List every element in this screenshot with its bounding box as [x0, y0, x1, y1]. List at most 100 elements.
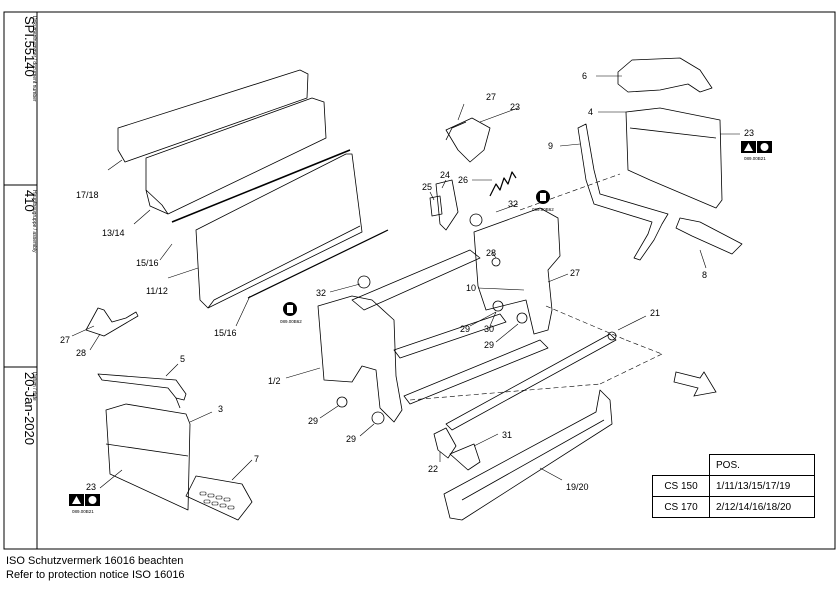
callout-29-bottom: 29	[346, 434, 356, 444]
part-panel-13-14-edge	[145, 189, 169, 215]
part-shaft-21	[445, 333, 617, 431]
callout-11-12: 11/12	[146, 286, 168, 296]
callout-9: 9	[548, 141, 553, 151]
table-model-cell: CS 150	[652, 475, 710, 497]
callout-23-right: 23	[744, 128, 754, 138]
callout-6: 6	[582, 71, 587, 81]
callout-28-left: 28	[76, 348, 86, 358]
badge-code: 089.00B21	[72, 509, 94, 514]
callout-13-14: 13/14	[102, 228, 125, 238]
date-value: 20-Jan-2020	[22, 372, 37, 445]
callout-7: 7	[254, 454, 259, 464]
callout-27-right: 27	[570, 268, 580, 278]
part-bushing-30	[492, 300, 504, 312]
protection-notice-en: Refer to protection notice ISO 16016	[6, 569, 185, 581]
table-row: CS 170 2/12/14/16/18/20	[652, 496, 815, 518]
part-wedge-27	[445, 121, 467, 141]
badge-code: 089.00B62	[280, 319, 302, 324]
callout-25: 25	[422, 182, 432, 192]
callout-32-left: 32	[316, 288, 326, 298]
callout-31: 31	[502, 430, 512, 440]
sidebar-date-block: 20-Jan-2020 Datum / date	[22, 372, 37, 445]
doc-number: SPI.55140	[22, 16, 37, 77]
callout-8: 8	[702, 270, 707, 280]
part-strip-15-16-lower	[247, 229, 389, 299]
part-wedge-23	[445, 117, 491, 163]
badge-ref-top: 089.00B62	[532, 190, 554, 212]
badge-ref-left: 089.00B62	[280, 302, 302, 324]
table-positions-cell: 2/12/14/16/18/20	[709, 496, 815, 518]
callout-5: 5	[180, 354, 185, 364]
position-table: POS. CS 150 1/11/13/15/17/19 CS 170 2/12…	[652, 454, 815, 518]
callout-29-center: 29	[460, 324, 470, 334]
part-bushing-32-top	[469, 213, 483, 227]
assembly-dash-lines	[409, 173, 663, 401]
table-row: POS.	[652, 454, 815, 476]
part-plate-8	[675, 217, 743, 255]
part-bar-5-hook	[175, 397, 181, 409]
table-row: CS 150 1/11/13/15/17/19	[652, 475, 815, 497]
callout-27-top: 27	[486, 92, 496, 102]
protection-notice-de: ISO Schutzvermerk 16016 beachten	[6, 555, 184, 567]
part-bushing-32-left	[357, 275, 371, 289]
callout-32-top: 32	[508, 199, 518, 209]
part-bracket-25	[429, 195, 443, 217]
part-bracket-31	[449, 443, 481, 471]
part-bracket-24	[435, 179, 459, 231]
badge-ref-right: 089.00B21	[741, 141, 772, 161]
callout-labels: 17/18 13/14 15/16 11/12 15/16 27 28 5 3 …	[60, 71, 754, 492]
part-hook-22	[433, 427, 457, 459]
callout-30: 30	[484, 324, 494, 334]
sidebar-assembly-block: 410 Hauptbaugruppe / assembly	[22, 190, 37, 253]
callout-21: 21	[650, 308, 660, 318]
part-plate-19-20-edge	[461, 419, 605, 501]
badge-code: 089.00B21	[744, 156, 766, 161]
part-plate-7-holes	[199, 491, 235, 510]
part-panel-13-14	[145, 97, 327, 215]
leader-lines	[71, 75, 740, 489]
callout-22: 22	[428, 464, 438, 474]
callout-28-right: 28	[486, 248, 496, 258]
callout-24: 24	[440, 170, 450, 180]
drawing-frame	[3, 11, 836, 550]
part-panel-11-12	[195, 153, 363, 309]
callout-10: 10	[466, 283, 476, 293]
table-header: POS.	[709, 454, 815, 476]
part-cover-3-fold	[105, 443, 189, 457]
part-panel-11-12-bottom	[207, 225, 361, 309]
date-label: Datum / date	[31, 372, 37, 401]
table-positions-cell: 1/11/13/15/17/19	[709, 475, 815, 497]
part-shield-4	[625, 107, 723, 209]
part-frame-left-1-2	[317, 295, 403, 423]
callout-3: 3	[218, 404, 223, 414]
part-bracket-6	[617, 57, 713, 93]
part-lever-9	[577, 123, 669, 261]
assembly-number: 410	[22, 190, 37, 212]
callout-1-2: 1/2	[268, 376, 281, 386]
callout-23-left: 23	[86, 482, 96, 492]
part-frame-right	[473, 207, 561, 335]
callout-29-right: 29	[484, 340, 494, 350]
doc-number-label: Dokumentnummer / document number	[31, 16, 37, 102]
callout-29-left: 29	[308, 416, 318, 426]
badge-ref-bottom-left: 089.00B21	[69, 494, 100, 514]
callout-26: 26	[458, 175, 468, 185]
part-bushing-29-bottom	[371, 411, 385, 425]
part-cover-3	[105, 403, 191, 511]
part-crossmember-lower	[403, 339, 549, 405]
part-strip-15-16-upper	[171, 149, 351, 223]
direction-arrow	[673, 371, 717, 397]
part-bar-5	[97, 373, 187, 401]
callout-4: 4	[588, 107, 593, 117]
part-spring-26	[489, 171, 517, 197]
callout-15-16-lower: 15/16	[214, 328, 237, 338]
part-bushing-29-right	[516, 312, 528, 324]
badge-code: 089.00B62	[532, 207, 554, 212]
assembly-label: Hauptbaugruppe / assembly	[31, 190, 37, 253]
part-crossmember-middle	[393, 313, 507, 359]
part-bracket-27-left	[85, 307, 139, 337]
protection-notice: ISO Schutzvermerk 16016 beachten Refer t…	[6, 554, 185, 582]
table-model-cell: CS 170	[652, 496, 710, 518]
part-bushing-29-left	[336, 396, 348, 408]
